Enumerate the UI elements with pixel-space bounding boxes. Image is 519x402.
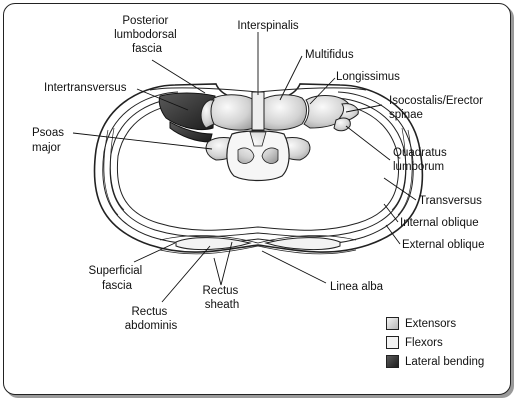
label-internal-oblique: Internal oblique (400, 217, 479, 229)
label-rectus-sheath: Rectus sheath (203, 285, 242, 311)
leader-rectus-abdominis (161, 245, 211, 303)
interspinalis-muscle (251, 91, 265, 131)
rectus-abdominis-right (264, 237, 341, 251)
label-multifidus: Multifidus (305, 49, 354, 61)
label-psoas-major: Psoas major (32, 127, 67, 154)
vertebral-body (226, 130, 290, 182)
vertebral-body-lobes (237, 131, 279, 164)
leader-intertransversus (136, 88, 189, 111)
label-linea-alba: Linea alba (330, 281, 384, 293)
spinal-muscle-group (149, 87, 367, 182)
legend-item-lateral-bending: Lateral bending (386, 352, 484, 371)
leader-external-oblique (385, 224, 401, 245)
body-wall (93, 83, 424, 253)
leader-internal-oblique (383, 203, 399, 223)
quadratus-lumborum-right (333, 117, 351, 132)
multifidus-right (261, 94, 307, 131)
extensor-swatch (386, 317, 399, 330)
leader-posterior-fascia (151, 59, 206, 94)
rectus-sheath (159, 235, 357, 255)
legend-label: Extensors (405, 317, 457, 330)
legend: Extensors Flexors Lateral bending (386, 314, 484, 371)
label-quadratus-lumborum: Quadratus lumborum (393, 147, 450, 173)
legend-label: Lateral bending (405, 355, 485, 368)
longissimus-left (200, 99, 215, 129)
label-posterior-lumbodorsal-fascia: Posterior lumbodorsal fascia (114, 15, 180, 55)
leader-linea-alba (261, 250, 327, 284)
leader-superficial-fascia (133, 242, 176, 263)
label-superficial-fascia: Superficial fascia (89, 265, 146, 292)
label-interspinalis: Interspinalis (237, 20, 299, 32)
leader-quadratus (345, 125, 391, 161)
external-oblique-layer (102, 91, 414, 245)
label-intertransversus: Intertransversus (44, 82, 127, 94)
leader-transversus (383, 177, 417, 201)
left-lateral-muscle-lines (103, 127, 125, 216)
right-lateral-muscle-lines (391, 127, 413, 216)
leader-longissimus (309, 77, 336, 105)
label-longissimus: Longissimus (336, 71, 400, 83)
flexor-swatch (386, 336, 399, 349)
rectus-abdominis (159, 235, 357, 255)
multifidus-left (209, 94, 255, 131)
transversus-layer (116, 103, 400, 231)
superficial-fascia-outline (93, 83, 424, 253)
leader-rectus-sheath (213, 241, 233, 286)
lateral-bending-swatch (386, 355, 399, 368)
label-external-oblique: External oblique (402, 239, 484, 251)
rectus-abdominis-left (175, 237, 252, 251)
leader-psoas (72, 132, 213, 150)
intertransversus-muscle (158, 92, 216, 131)
label-iliocostalis-erector-spinae: Isocostalis/Erector spinae (389, 95, 486, 121)
leader-multifidus (279, 55, 303, 101)
legend-label: Flexors (405, 336, 443, 349)
label-transversus: Transversus (419, 195, 482, 207)
labels: Posterior lumbodorsal fascia Interspinal… (32, 15, 486, 332)
label-rectus-abdominis: Rectus abdominis (125, 306, 178, 332)
figure-frame (3, 3, 511, 395)
legend-item-flexors: Flexors (386, 333, 484, 352)
leader-lines (72, 32, 417, 303)
legend-item-extensors: Extensors (386, 314, 484, 333)
leader-iliocostalis (345, 104, 383, 113)
